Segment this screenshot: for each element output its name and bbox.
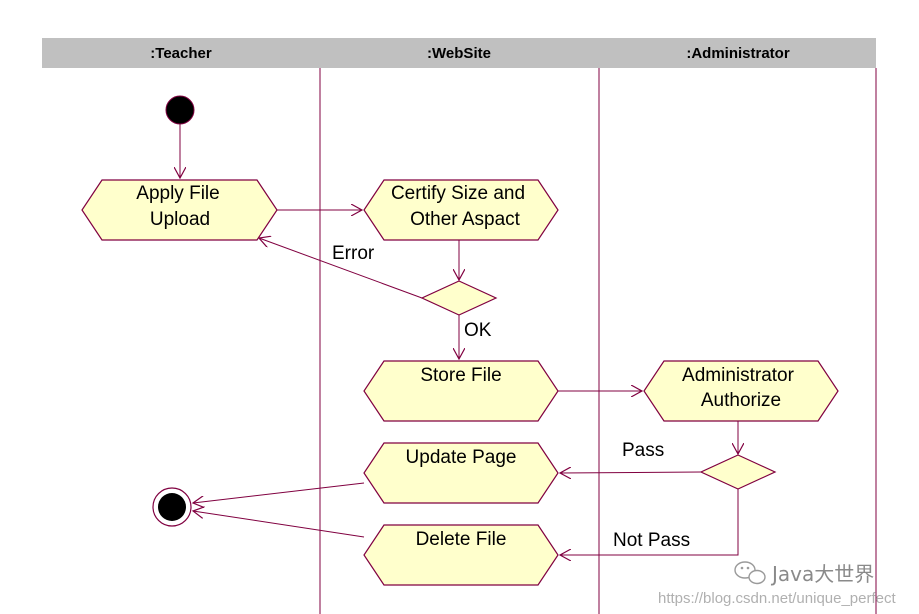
- edge-notpass-to-delete: [560, 489, 739, 555]
- activity-label-line: Upload: [150, 209, 210, 230]
- swimlane-header-bar: [42, 38, 876, 68]
- initial-node: [165, 95, 195, 125]
- activity-label-line: Certify Size and: [391, 183, 525, 204]
- edge-delete-to-end: [193, 511, 365, 538]
- activity-delete-file: Delete File: [363, 524, 559, 586]
- activity-store-file: Store File: [363, 360, 559, 422]
- lane-title-website: :WebSite: [427, 45, 491, 62]
- activity-label-line: Authorize: [701, 390, 781, 411]
- activity-label-line: Apply File: [136, 183, 219, 204]
- lane-title-administrator: :Administrator: [686, 45, 790, 62]
- edge-label-ok: OK: [464, 320, 492, 341]
- wechat-icon: [734, 561, 766, 585]
- activity-apply-file-upload: Apply File Upload: [81, 179, 278, 241]
- decision-authorize: [699, 454, 777, 490]
- edge-label-pass: Pass: [622, 440, 664, 461]
- watermark-url: https://blog.csdn.net/unique_perfect: [658, 590, 896, 607]
- activity-administrator-authorize: Administrator Authorize: [643, 360, 839, 422]
- edge-label-error: Error: [332, 243, 375, 264]
- activity-label-line: Other Aspact: [410, 209, 521, 230]
- decision-certify: [420, 280, 498, 316]
- activity-label-line: Store File: [420, 365, 501, 386]
- lane-title-teacher: :Teacher: [150, 45, 212, 62]
- edge-label-not-pass: Not Pass: [613, 530, 690, 551]
- activity-certify-size: Certify Size and Other Aspact: [363, 179, 559, 241]
- final-node-inner: [158, 493, 186, 521]
- watermark-brand: Java大世界: [770, 562, 874, 586]
- activity-label-line: Update Page: [406, 447, 517, 468]
- activity-label-line: Administrator: [682, 365, 795, 386]
- edge-error-back: [259, 238, 423, 299]
- edge-update-to-end: [193, 482, 365, 503]
- activity-update-page: Update Page: [363, 442, 559, 504]
- edge-pass-to-update: [560, 472, 702, 473]
- activity-label-line: Delete File: [416, 529, 507, 550]
